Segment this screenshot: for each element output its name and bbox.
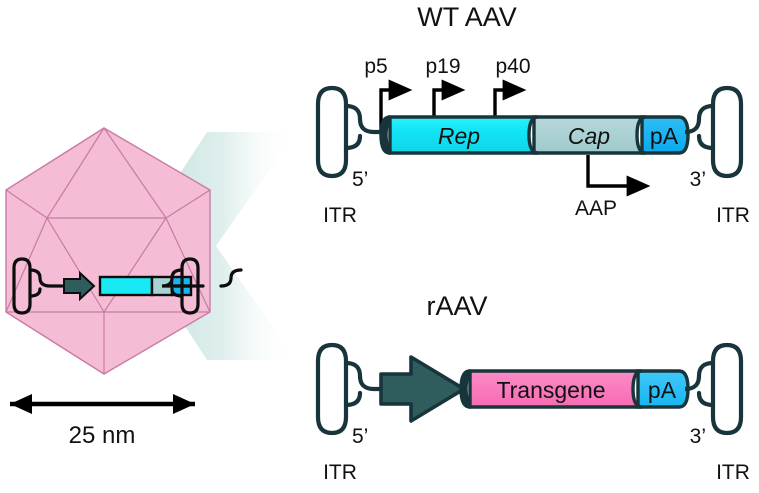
mini-segment-rep xyxy=(98,275,154,297)
wt-aap-label: AAP xyxy=(575,197,617,220)
wt-itr-left xyxy=(315,85,385,179)
raav-bar-left-cap xyxy=(459,369,472,409)
raav-itr-right xyxy=(684,342,744,436)
wt-right-itr-label: ITR xyxy=(716,204,750,227)
promoter-label-p5: p5 xyxy=(364,55,387,78)
raav-left-prime-label: 5’ xyxy=(352,425,368,448)
capsid-mini-genome xyxy=(12,257,243,315)
promoter-label-p19: p19 xyxy=(425,55,460,78)
scale-bar: 25 nm xyxy=(10,394,195,449)
promoter-label-p40: p40 xyxy=(495,55,530,78)
wt-segment-cap xyxy=(532,115,647,155)
raav-left-itr-label: ITR xyxy=(323,461,357,484)
raav-right-itr-label: ITR xyxy=(716,461,750,484)
wt-segment-pa-label: pA xyxy=(650,123,679,149)
wt-left-prime-label: 5’ xyxy=(352,168,368,191)
wt-right-prime-label: 3’ xyxy=(690,168,706,191)
wt-segment-cap-label: Cap xyxy=(568,123,610,149)
mini-itr-left xyxy=(12,257,64,315)
raav-right-prime-label: 3’ xyxy=(690,425,706,448)
wt-segment-rep xyxy=(388,115,539,155)
mini-promoter-arrow xyxy=(63,270,96,302)
raav-segment-pa-label: pA xyxy=(648,377,677,403)
wt-genome-bar: Rep Cap pA xyxy=(379,115,690,155)
raav-segment-transgene-label: Transgene xyxy=(496,377,605,403)
promoter-arrow-p5 xyxy=(379,79,413,131)
wt-segment-pa xyxy=(640,115,690,155)
raav-segment-transgene xyxy=(468,369,643,409)
wt-aap-arrow xyxy=(586,155,651,197)
raav-itr-left xyxy=(315,342,385,436)
wt-bar-left-cap xyxy=(379,115,392,155)
capsid-outer-hexagon xyxy=(5,127,211,375)
raav-genome-bar: Transgene pA xyxy=(459,369,690,409)
raav-promoter-arrow xyxy=(379,355,466,423)
scale-label: 25 nm xyxy=(69,422,136,449)
panel-wt-aav: WT AAV p5 p19 p40 5’ ITR xyxy=(315,2,750,227)
scale-arrow-left xyxy=(10,394,32,414)
wt-segment-rep-label: Rep xyxy=(438,123,480,149)
panel-raav: rAAV 5’ ITR Transgene pA xyxy=(315,291,750,484)
scale-arrow-right xyxy=(173,394,195,414)
raav-title: rAAV xyxy=(426,291,487,321)
mini-itr-right-hairpin xyxy=(161,257,205,315)
wt-left-itr-label: ITR xyxy=(323,204,357,227)
wt-aav-title: WT AAV xyxy=(417,2,517,32)
aav-capsid: 25 nm xyxy=(5,127,243,449)
wt-itr-right xyxy=(684,85,744,179)
